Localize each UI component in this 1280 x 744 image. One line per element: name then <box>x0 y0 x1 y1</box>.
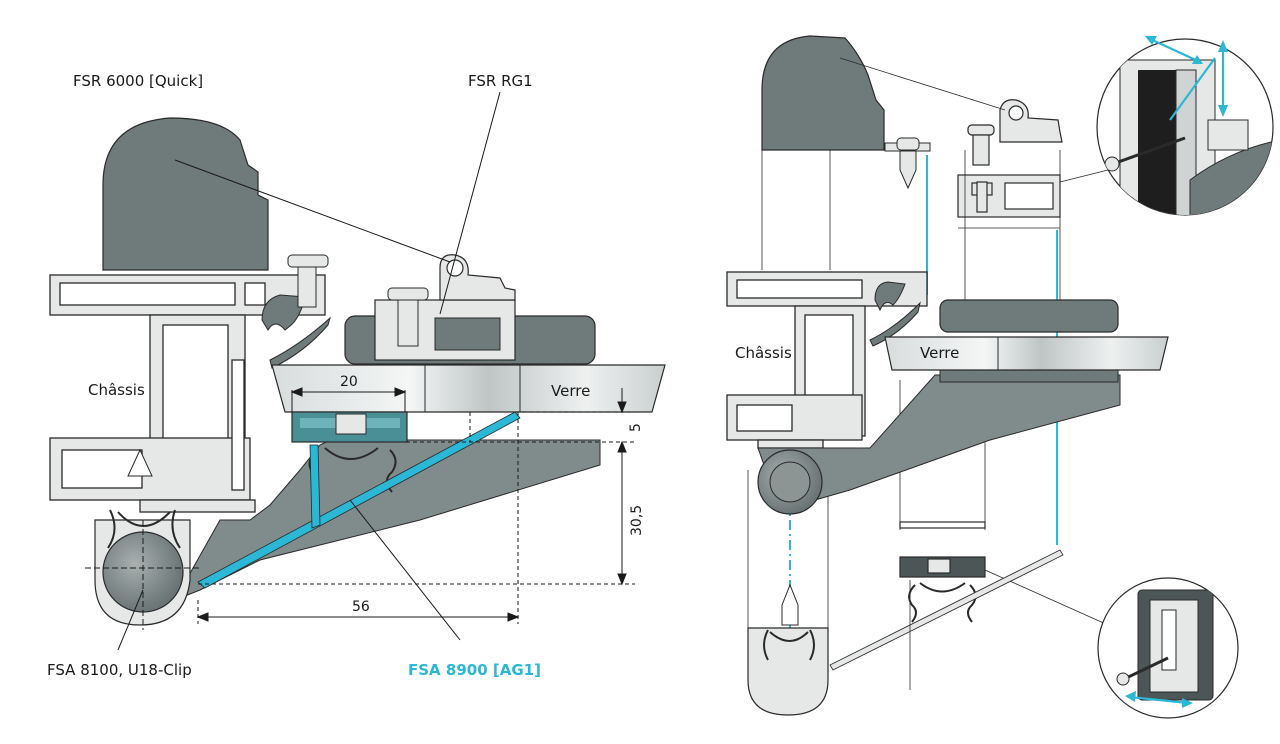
left-wedge-bracket <box>173 439 601 601</box>
left-top-screw <box>287 254 329 308</box>
left-section-view: FSR 6000 [Quick] FSR RG1 Châssis Verre F… <box>47 72 666 679</box>
fsa-8100-u18-clip <box>94 509 191 626</box>
left-gasket-lip <box>261 294 306 331</box>
right-pressure-block <box>939 299 1119 333</box>
left-glazing-strip <box>269 316 331 369</box>
right-cap-pin <box>884 137 931 190</box>
fsa-8900-riser <box>309 444 321 529</box>
fsa-8900-strip <box>197 411 521 589</box>
left-spacer-nut <box>335 413 367 435</box>
leader-fsr6000 <box>174 159 451 263</box>
label-verre-right: Verre <box>920 344 959 362</box>
label-verre-left: Verre <box>551 382 590 400</box>
right-u18-clip <box>747 583 829 716</box>
adjustment-detail-bottom <box>1097 577 1239 719</box>
label-fsr-rg1: FSR RG1 <box>468 72 533 90</box>
left-rg1-screw <box>387 287 429 347</box>
dimension-30-5: 30,5 <box>629 505 645 536</box>
adjustment-detail-top <box>1096 36 1274 216</box>
label-fsa-8100: FSA 8100, U18-Clip <box>47 661 192 679</box>
dimension-20: 20 <box>340 374 358 390</box>
left-arrow-tip <box>127 448 153 477</box>
left-rg1-hook-eye <box>446 259 464 277</box>
leader-fsr-rg1 <box>439 91 501 315</box>
label-fsr-6000: FSR 6000 [Quick] <box>73 72 203 90</box>
label-chassis-right: Châssis <box>735 344 792 362</box>
right-rg1-clip <box>967 99 1063 166</box>
right-cap-block <box>761 35 885 151</box>
right-spacer-block <box>899 521 986 623</box>
dimension-56: 56 <box>352 599 370 615</box>
left-dimension-lines <box>85 387 635 630</box>
right-glazing-strip <box>869 301 921 347</box>
right-glass-pane <box>884 336 1169 371</box>
right-rg1-bracket <box>957 174 1061 218</box>
right-exploded-view: Châssis Verre <box>726 35 1274 719</box>
left-rg1-window <box>434 317 501 351</box>
label-chassis-left: Châssis <box>88 381 145 399</box>
dimension-5: 5 <box>628 423 644 432</box>
right-gasket-lip <box>874 281 906 312</box>
right-chassis-profile <box>726 271 928 449</box>
label-fsa-8900: FSA 8900 [AG1] <box>408 661 541 679</box>
leader-fsa8100 <box>117 589 144 651</box>
right-thin-strip <box>829 549 1064 671</box>
left-glass-pane <box>271 364 666 413</box>
fsr-6000-block <box>102 117 269 271</box>
